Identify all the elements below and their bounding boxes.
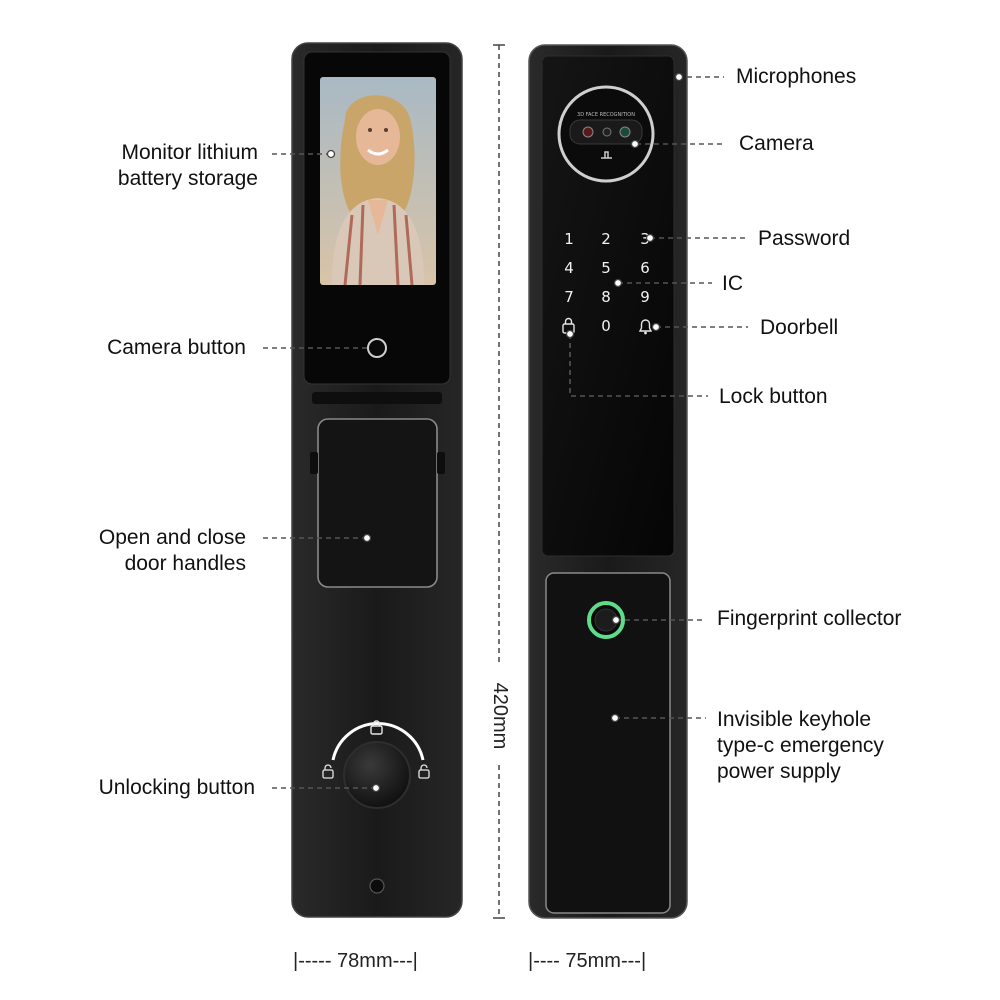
lower-panel <box>545 572 671 914</box>
front-lock <box>291 42 463 918</box>
dimension-width-front: |----- 78mm---| <box>293 950 418 972</box>
camera-lens-red <box>582 126 594 138</box>
keypad-key-1[interactable]: 1 <box>564 230 574 248</box>
label-doorbell: Doorbell <box>760 316 839 339</box>
knob-arc <box>331 722 425 761</box>
monitor-screen <box>320 77 436 286</box>
back-lock: 3D FACE RECOGNITION 1 2 3 4 5 6 7 8 9 0 <box>528 44 688 919</box>
unlocking-knob[interactable] <box>343 741 411 809</box>
back-glass-panel <box>541 55 675 557</box>
leader-lock-button <box>569 334 708 397</box>
keypad-key-3[interactable]: 3 <box>640 230 650 248</box>
dimension-height: 420mm <box>489 682 511 750</box>
camera-button[interactable] <box>367 338 387 358</box>
keypad-key-6[interactable]: 6 <box>640 259 650 277</box>
label-ic: IC <box>722 272 743 295</box>
dimension-width-back: |---- 75mm---| <box>528 950 647 972</box>
keypad-key-2[interactable]: 2 <box>601 230 611 248</box>
label-handles: Open and close door handles <box>98 526 246 575</box>
keypad: 1 2 3 4 5 6 7 8 9 0 <box>564 230 650 335</box>
front-screw <box>369 878 385 894</box>
label-microphones: Microphones <box>736 65 857 88</box>
height-dimension <box>493 44 505 919</box>
label-keyhole: Invisible keyhole type-c emergency power… <box>717 708 884 783</box>
label-camera: Camera <box>739 132 814 155</box>
label-camera-button: Camera button <box>107 336 246 359</box>
keypad-key-8[interactable]: 8 <box>601 288 611 306</box>
label-unlocking: Unlocking button <box>98 776 255 799</box>
keypad-key-7[interactable]: 7 <box>564 288 574 306</box>
handle-shadow <box>312 392 442 404</box>
camera-module-text: 3D FACE RECOGNITION <box>577 112 635 118</box>
unlock-icon <box>418 764 430 779</box>
camera-lens-green <box>619 126 631 138</box>
bell-icon[interactable] <box>638 319 653 335</box>
door-handle[interactable] <box>317 418 438 588</box>
label-fingerprint: Fingerprint collector <box>717 607 902 630</box>
label-lock-button: Lock button <box>719 385 828 408</box>
keypad-key-4[interactable]: 4 <box>564 259 574 277</box>
camera-lens <box>602 127 612 137</box>
leader-dots <box>326 72 684 793</box>
unlock-icon <box>322 764 334 779</box>
keypad-key-9[interactable]: 9 <box>640 288 650 306</box>
leader-lines <box>263 76 748 789</box>
keypad-key-0[interactable]: 0 <box>601 317 611 335</box>
mic-icon <box>601 151 612 159</box>
lock-icon <box>370 720 383 735</box>
label-monitor: Monitor lithium battery storage <box>117 141 258 190</box>
keypad-key-5[interactable]: 5 <box>601 259 611 277</box>
label-password: Password <box>758 227 851 250</box>
